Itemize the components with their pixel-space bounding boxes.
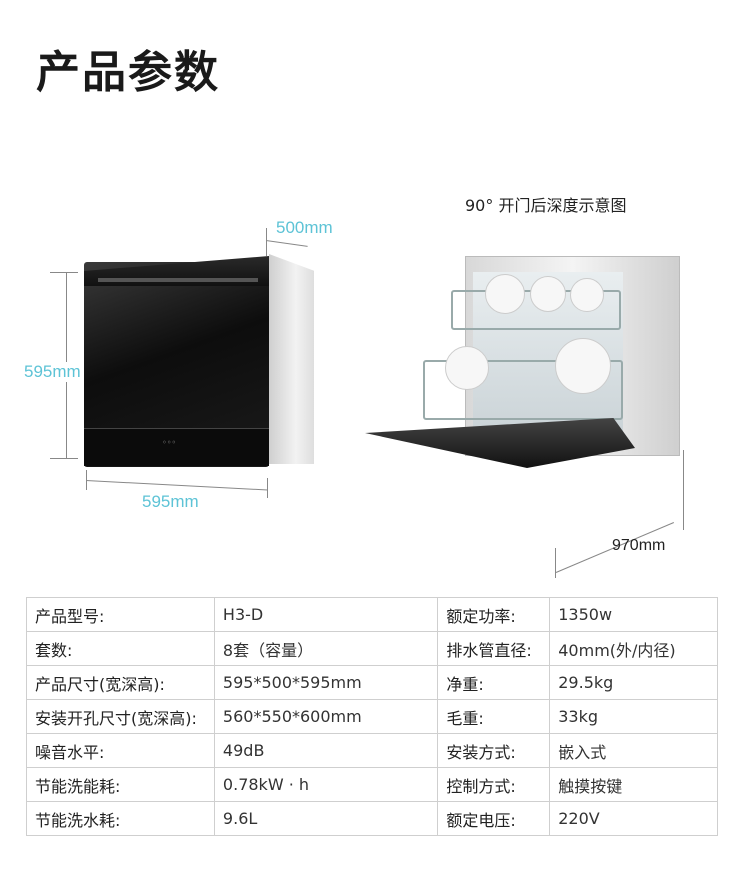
spec-label: 安装开孔尺寸(宽深高): bbox=[26, 699, 215, 734]
spec-value: 40mm(外/内径) bbox=[549, 631, 718, 666]
spec-value: 29.5kg bbox=[549, 665, 718, 700]
spec-value: 触摸按键 bbox=[549, 767, 718, 802]
lower-rack bbox=[423, 360, 623, 420]
plate-icon bbox=[570, 278, 604, 312]
spec-value: 1350w bbox=[549, 597, 718, 632]
spec-label: 套数: bbox=[26, 631, 215, 666]
spec-label: 净重: bbox=[437, 665, 551, 700]
dishwasher-side-panel bbox=[269, 254, 314, 464]
spec-value: 595*500*595mm bbox=[213, 665, 439, 700]
spec-label: 安装方式: bbox=[437, 733, 551, 768]
spec-value: 9.6L bbox=[213, 801, 439, 836]
depth-dimension-line bbox=[265, 240, 308, 247]
spec-label: 节能洗水耗: bbox=[26, 801, 215, 836]
spec-value: 49dB bbox=[213, 733, 439, 768]
plate-icon bbox=[555, 338, 611, 394]
width-tick-right bbox=[267, 478, 268, 498]
brand-logo-icon: ◦◦◦ bbox=[162, 438, 177, 447]
spec-label: 额定电压: bbox=[437, 801, 551, 836]
depth-dimension-line bbox=[266, 228, 267, 256]
open-door-panel bbox=[365, 418, 635, 468]
top-depth-label: 500mm bbox=[276, 218, 333, 237]
control-panel-strip bbox=[98, 278, 258, 282]
spec-label: 节能洗能耗: bbox=[26, 767, 215, 802]
plate-icon bbox=[445, 346, 489, 390]
dishwasher-kick-panel bbox=[84, 428, 269, 466]
height-tick-top bbox=[50, 272, 78, 273]
spec-value: H3-D bbox=[213, 597, 439, 632]
spec-label: 额定功率: bbox=[437, 597, 551, 632]
width-dimension-line bbox=[85, 480, 268, 491]
plate-icon bbox=[485, 274, 525, 314]
spec-label: 毛重: bbox=[437, 699, 551, 734]
open-dishwasher-image bbox=[365, 250, 685, 480]
closed-dishwasher-image: ◦◦◦ bbox=[84, 248, 314, 473]
open-depth-tick-right bbox=[683, 450, 684, 530]
spec-label: 排水管直径: bbox=[437, 631, 551, 666]
spec-label: 产品尺寸(宽深高): bbox=[26, 665, 215, 700]
spec-value: 0.78kW · h bbox=[213, 767, 439, 802]
width-tick-left bbox=[86, 470, 87, 490]
width-label: 595mm bbox=[142, 492, 199, 511]
height-tick-bottom bbox=[50, 458, 78, 459]
spec-value: 560*550*600mm bbox=[213, 699, 439, 734]
page-title: 产品参数 bbox=[36, 47, 220, 98]
open-door-caption: 90° 开门后深度示意图 bbox=[465, 196, 627, 215]
spec-label: 噪音水平: bbox=[26, 733, 215, 768]
table-row: 套数:8套（容量）排水管直径:40mm(外/内径) bbox=[26, 631, 718, 666]
spec-value: 220V bbox=[549, 801, 718, 836]
open-depth-tick-left bbox=[555, 548, 556, 578]
open-depth-label: 970mm bbox=[612, 537, 666, 554]
spec-label: 产品型号: bbox=[26, 597, 215, 632]
spec-value: 嵌入式 bbox=[549, 733, 718, 768]
spec-value: 33kg bbox=[549, 699, 718, 734]
spec-label: 控制方式: bbox=[437, 767, 551, 802]
plate-icon bbox=[530, 276, 566, 312]
height-label: 595mm bbox=[22, 362, 83, 382]
spec-value: 8套（容量） bbox=[213, 631, 439, 666]
